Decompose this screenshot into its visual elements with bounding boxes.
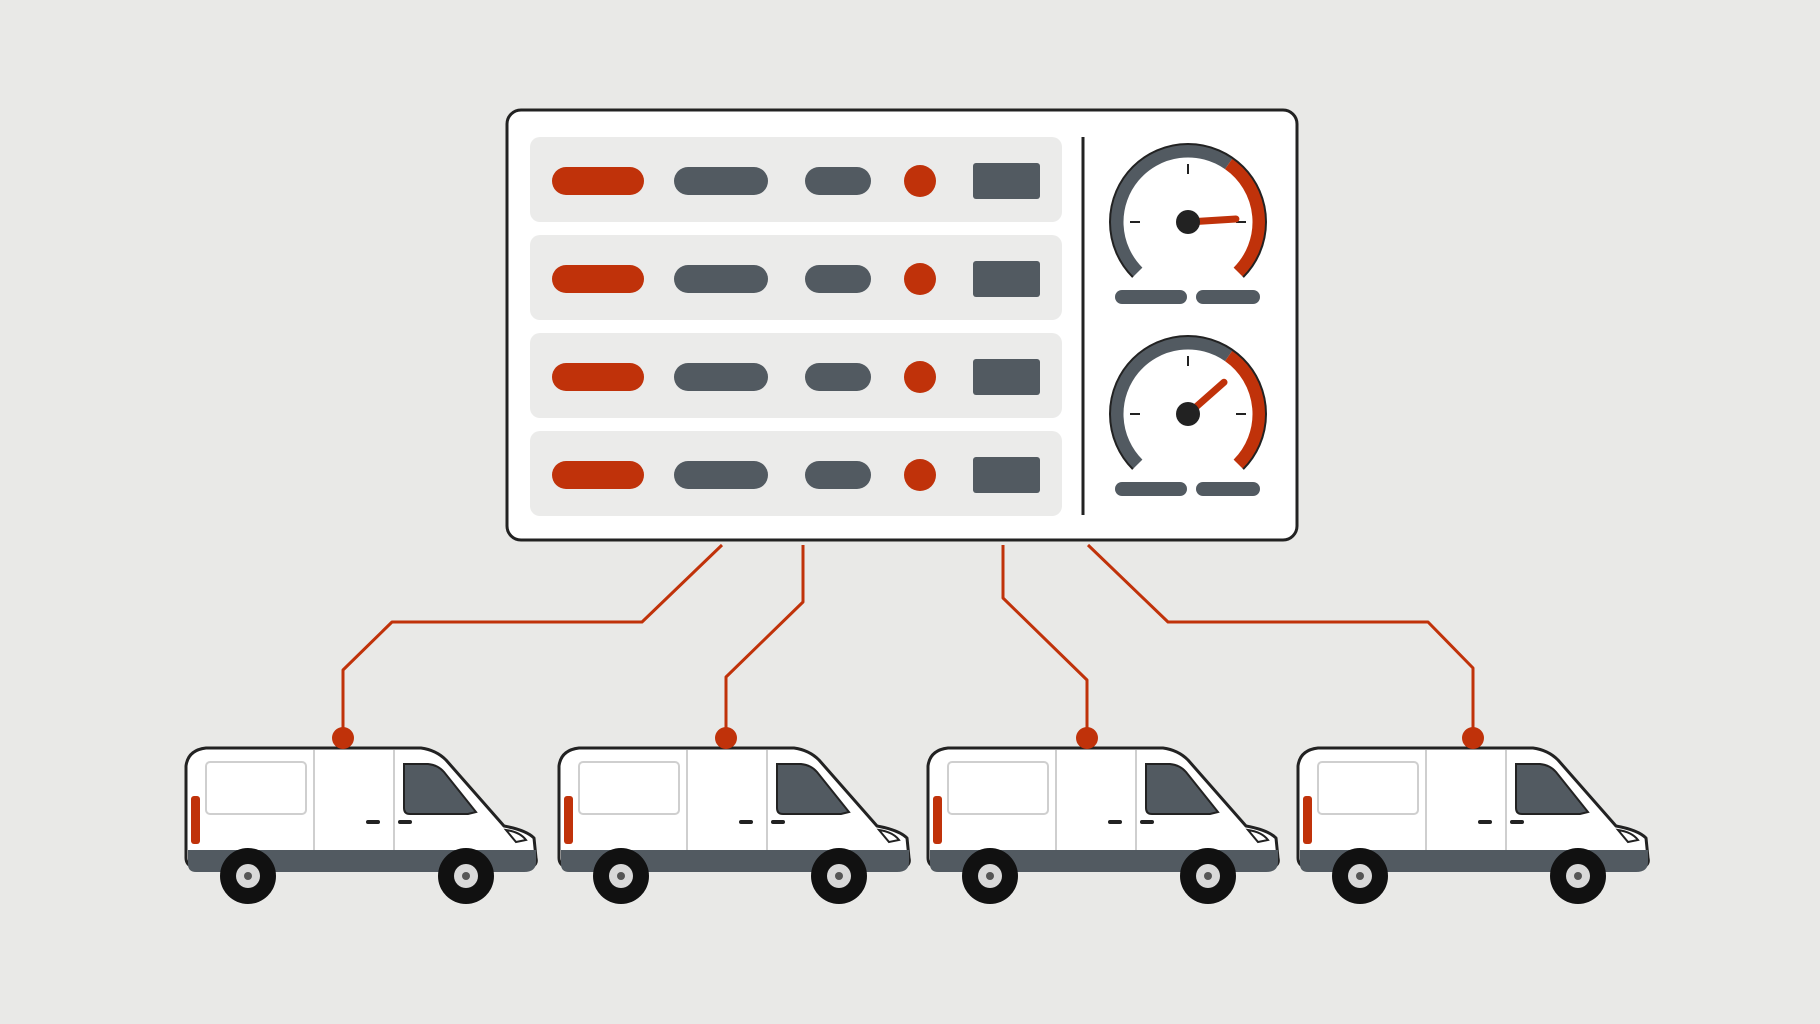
gauge-value-bar [1196,482,1260,496]
status-block [973,261,1040,297]
connection-node [332,727,354,749]
status-bar-secondary [674,265,768,293]
status-indicator-dot [904,361,936,393]
status-bar-tertiary [805,363,871,391]
status-block [973,163,1040,199]
status-indicator-dot [904,165,936,197]
gauge-label-bar [1115,482,1187,496]
connection-line-1 [341,543,724,738]
status-bar-tertiary [805,461,871,489]
connection-lines [341,543,1475,738]
status-bar-tertiary [805,167,871,195]
connection-line-3 [1001,545,1089,738]
delivery-van-icon [926,727,1280,906]
status-bar-secondary [674,167,768,195]
gauge-value-bar [1196,290,1260,304]
status-block [973,359,1040,395]
dashboard-panel [505,108,1299,542]
status-row [530,333,1062,418]
status-bar-primary [552,363,644,391]
status-bar-tertiary [805,265,871,293]
gauge-hub [1176,210,1200,234]
status-block [973,457,1040,493]
speedometer-icon [1109,142,1267,304]
status-bar-primary [552,265,644,293]
gauge-label-bar [1115,290,1187,304]
status-rows [530,137,1062,516]
status-bar-primary [552,167,644,195]
delivery-van-icon [1296,727,1650,906]
status-row [530,431,1062,516]
connection-line-4 [1086,543,1475,738]
status-bar-secondary [674,461,768,489]
status-indicator-dot [904,459,936,491]
connection-line-2 [724,545,805,738]
speedometer-icon [1109,334,1267,496]
connection-node [1462,727,1484,749]
status-bar-secondary [674,363,768,391]
status-indicator-dot [904,263,936,295]
delivery-van-icon [184,727,538,906]
fleet-vehicles [184,727,1650,906]
connection-node [715,727,737,749]
status-row [530,137,1062,222]
status-bar-primary [552,461,644,489]
gauges [1109,142,1267,496]
status-row [530,235,1062,320]
delivery-van-icon [557,727,911,906]
gauge-hub [1176,402,1200,426]
connection-node [1076,727,1098,749]
